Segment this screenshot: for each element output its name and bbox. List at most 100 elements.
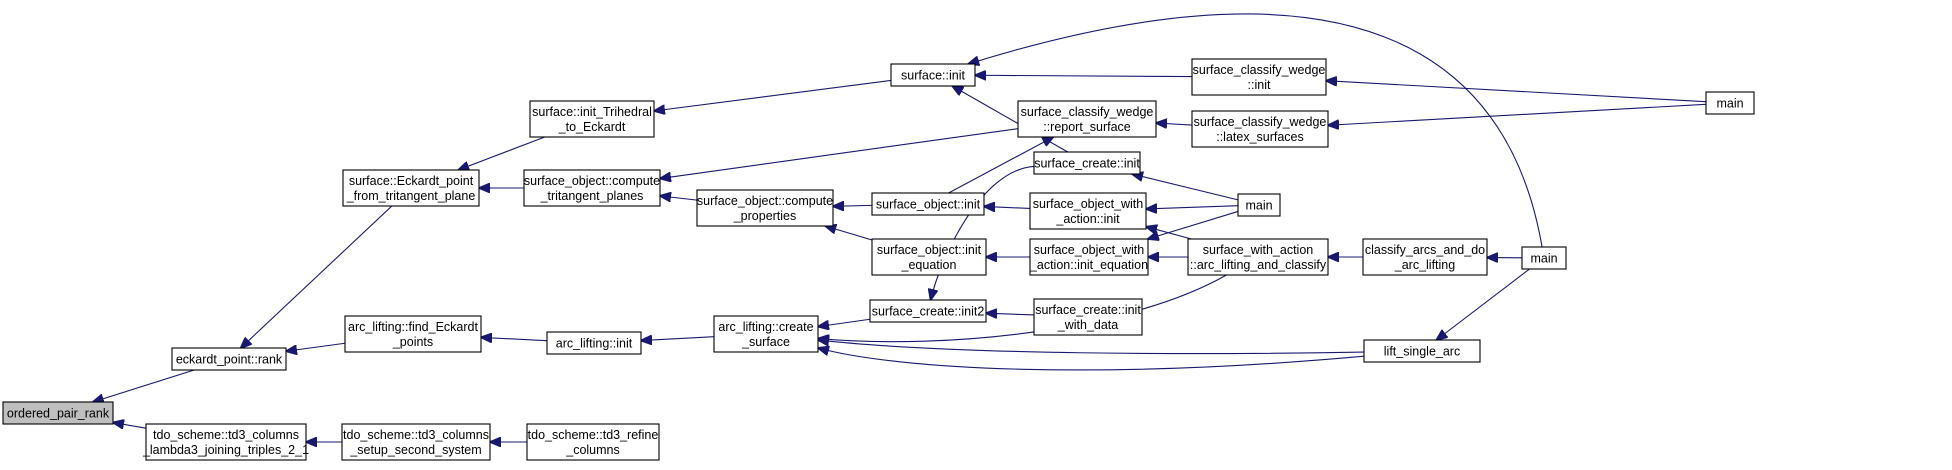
node-main-a[interactable]: main xyxy=(1705,91,1755,115)
node-surface-classify-wedge-latex[interactable]: surface_classify_wedge::latex_surfaces xyxy=(1191,110,1329,148)
node-label: surface_create::init xyxy=(1034,157,1140,171)
node-box xyxy=(529,100,655,138)
node-box xyxy=(1362,238,1488,276)
node-box xyxy=(1029,192,1147,230)
node-label: ::arc_lifting_and_classify xyxy=(1190,258,1327,272)
node-label: _action::init_equation xyxy=(1029,258,1148,272)
node-label: tdo_scheme::td3_refine xyxy=(528,428,659,442)
node-surface-object-with-action-init-equation[interactable]: surface_object_with_action::init_equatio… xyxy=(1029,238,1149,276)
node-label: _action::init xyxy=(1055,212,1120,226)
node-box xyxy=(523,169,661,207)
node-label: surface_classify_wedge xyxy=(1193,63,1326,77)
node-layer: ordered_pair_rank eckardt_point::ranktdo_… xyxy=(2,58,1755,461)
node-arc-lifting-find-eckardt[interactable]: arc_lifting::find_Eckardt_points xyxy=(344,315,482,353)
node-main-b[interactable]: main xyxy=(1237,193,1281,217)
node-box xyxy=(1017,100,1157,138)
node-label: surface::init_Trihedral xyxy=(532,105,652,119)
node-label: ::init xyxy=(1248,78,1271,92)
node-box xyxy=(145,423,307,461)
node-box xyxy=(713,315,819,353)
node-main-c[interactable]: main xyxy=(1521,246,1567,270)
node-label: eckardt_point::rank xyxy=(176,353,283,367)
node-label: surface::init xyxy=(901,69,965,83)
edge-surface_create_init_with_data-to-surface_create_init2-26 xyxy=(986,313,1035,315)
node-box xyxy=(1363,339,1481,363)
node-surface-eckardt-point-from-tritangent[interactable]: surface::Eckardt_point_from_tritangent_p… xyxy=(342,169,480,207)
node-label: surface_classify_wedge xyxy=(1021,105,1154,119)
node-arc-lifting-create-surface[interactable]: arc_lifting::create_surface xyxy=(713,315,819,353)
edge-surface_object_init-to-surface_object_compute_properties-13 xyxy=(833,205,873,206)
node-label: main xyxy=(1530,252,1557,266)
edge-arc_lifting_create_surface-to-arc_lifting_init-12 xyxy=(641,337,715,341)
node-label: lift_single_arc xyxy=(1384,345,1460,359)
node-box xyxy=(171,347,287,371)
edge-tdo_td3_columns_lambda3-to-ordered_pair_rank-1 xyxy=(113,422,147,428)
edge-lift_single_arc-to-arc_lifting_create_surface-17 xyxy=(818,340,1365,355)
node-label: _points xyxy=(392,335,433,349)
node-label: tdo_scheme::td3_columns xyxy=(153,428,299,442)
node-tdo-td3-columns-lambda3[interactable]: tdo_scheme::td3_columns_lambda3_joining_… xyxy=(142,423,309,461)
node-label: surface_object::compute xyxy=(524,174,660,188)
node-surface-classify-wedge-report[interactable]: surface_classify_wedge::report_surface xyxy=(1017,100,1157,138)
node-surface-object-with-action-init[interactable]: surface_object_with_action::init xyxy=(1029,192,1147,230)
node-label: _tritangent_planes xyxy=(540,189,644,203)
node-tdo-td3-refine[interactable]: tdo_scheme::td3_refine_columns xyxy=(526,423,660,461)
node-surface-init-trihedral[interactable]: surface::init_Trihedral_to_Eckardt xyxy=(529,100,655,138)
edge-main_a-to-surface_classify_wedge_latex-34 xyxy=(1328,103,1707,125)
edge-surface_eckardt_point_from_tritangent-to-eckardt_point_rank-2 xyxy=(241,205,393,348)
node-ordered-pair-rank[interactable]: ordered_pair_rank xyxy=(2,401,114,425)
node-box xyxy=(869,299,987,323)
node-box xyxy=(890,63,976,87)
edge-main_c-to-lift_single_arc-37 xyxy=(1436,268,1530,340)
node-surface-create-init2[interactable]: surface_create::init2 xyxy=(869,299,987,323)
node-box xyxy=(1191,58,1327,96)
node-label: main xyxy=(1245,199,1272,213)
edge-surface_classify_wedge_init-to-surface_init-19 xyxy=(975,75,1193,76)
node-box xyxy=(871,238,987,276)
node-label: surface_object::init xyxy=(876,198,981,212)
node-box xyxy=(1191,110,1329,148)
node-label: _with_data xyxy=(1057,318,1119,332)
node-lift-single-arc[interactable]: lift_single_arc xyxy=(1363,339,1481,363)
node-box xyxy=(342,169,480,207)
node-box xyxy=(1029,238,1149,276)
edge-surface_create_init-to-surface_create_init2-25 xyxy=(931,165,1035,300)
edge-surface_with_action_arc_lifting-to-surface_object_with_action_init-31 xyxy=(1146,227,1192,240)
node-tdo-td3-columns-setup[interactable]: tdo_scheme::td3_columns_setup_second_sys… xyxy=(341,423,491,461)
node-surface-object-compute-properties[interactable]: surface_object::compute_properties xyxy=(696,189,834,227)
node-label: _from_tritangent_plane xyxy=(346,189,476,203)
edge-main_b-to-surface_object_with_action_init-29 xyxy=(1146,206,1239,209)
node-label: ordered_pair_rank xyxy=(7,407,110,421)
node-label: classify_arcs_and_do xyxy=(1365,243,1485,257)
node-arc-lifting-init[interactable]: arc_lifting::init xyxy=(546,331,642,355)
node-label: main xyxy=(1716,97,1743,111)
node-classify-arcs-and-do[interactable]: classify_arcs_and_do_arc_lifting xyxy=(1362,238,1488,276)
node-box xyxy=(526,423,660,461)
node-label: _lambda3_joining_triples_2_1 xyxy=(142,443,309,457)
edge-main_b-to-surface_object_with_action_init_equation-30 xyxy=(1148,210,1239,239)
node-surface-object-init[interactable]: surface_object::init xyxy=(871,192,985,216)
node-eckardt-point-rank[interactable]: eckardt_point::rank xyxy=(171,347,287,371)
node-label: tdo_scheme::td3_columns xyxy=(343,428,489,442)
node-surface-object-compute-tritangent[interactable]: surface_object::compute_tritangent_plane… xyxy=(523,169,661,207)
node-surface-init[interactable]: surface::init xyxy=(890,63,976,87)
node-label: surface_object::compute xyxy=(697,194,833,208)
edge-eckardt_point_rank-to-ordered_pair_rank xyxy=(93,369,195,402)
node-box xyxy=(546,331,642,355)
edge-surface_init_trihedral-to-surface_eckardt_point_from_tritangent-5 xyxy=(458,136,545,170)
node-box xyxy=(2,401,114,425)
node-surface-create-init-with-data[interactable]: surface_create::init_with_data xyxy=(1033,298,1143,336)
node-surface-classify-wedge-init[interactable]: surface_classify_wedge::init xyxy=(1191,58,1327,96)
node-surface-object-init-equation[interactable]: surface_object::init_equation xyxy=(871,238,987,276)
node-label: ::latex_surfaces xyxy=(1216,130,1304,144)
node-label: surface_object_with xyxy=(1034,243,1145,257)
edge-surface_init-to-surface_init_trihedral-9 xyxy=(654,79,892,111)
node-label: arc_lifting::create xyxy=(718,320,813,334)
node-surface-with-action-arc-lifting[interactable]: surface_with_action::arc_lifting_and_cla… xyxy=(1187,238,1329,276)
node-label: arc_lifting::find_Eckardt xyxy=(348,320,478,334)
node-box xyxy=(1033,298,1143,336)
edge-arc_lifting_init-to-arc_lifting_find_eckardt-7 xyxy=(481,337,548,340)
node-surface-create-init[interactable]: surface_create::init xyxy=(1033,151,1141,175)
node-box xyxy=(1237,193,1281,217)
node-label: _surface xyxy=(741,335,790,349)
